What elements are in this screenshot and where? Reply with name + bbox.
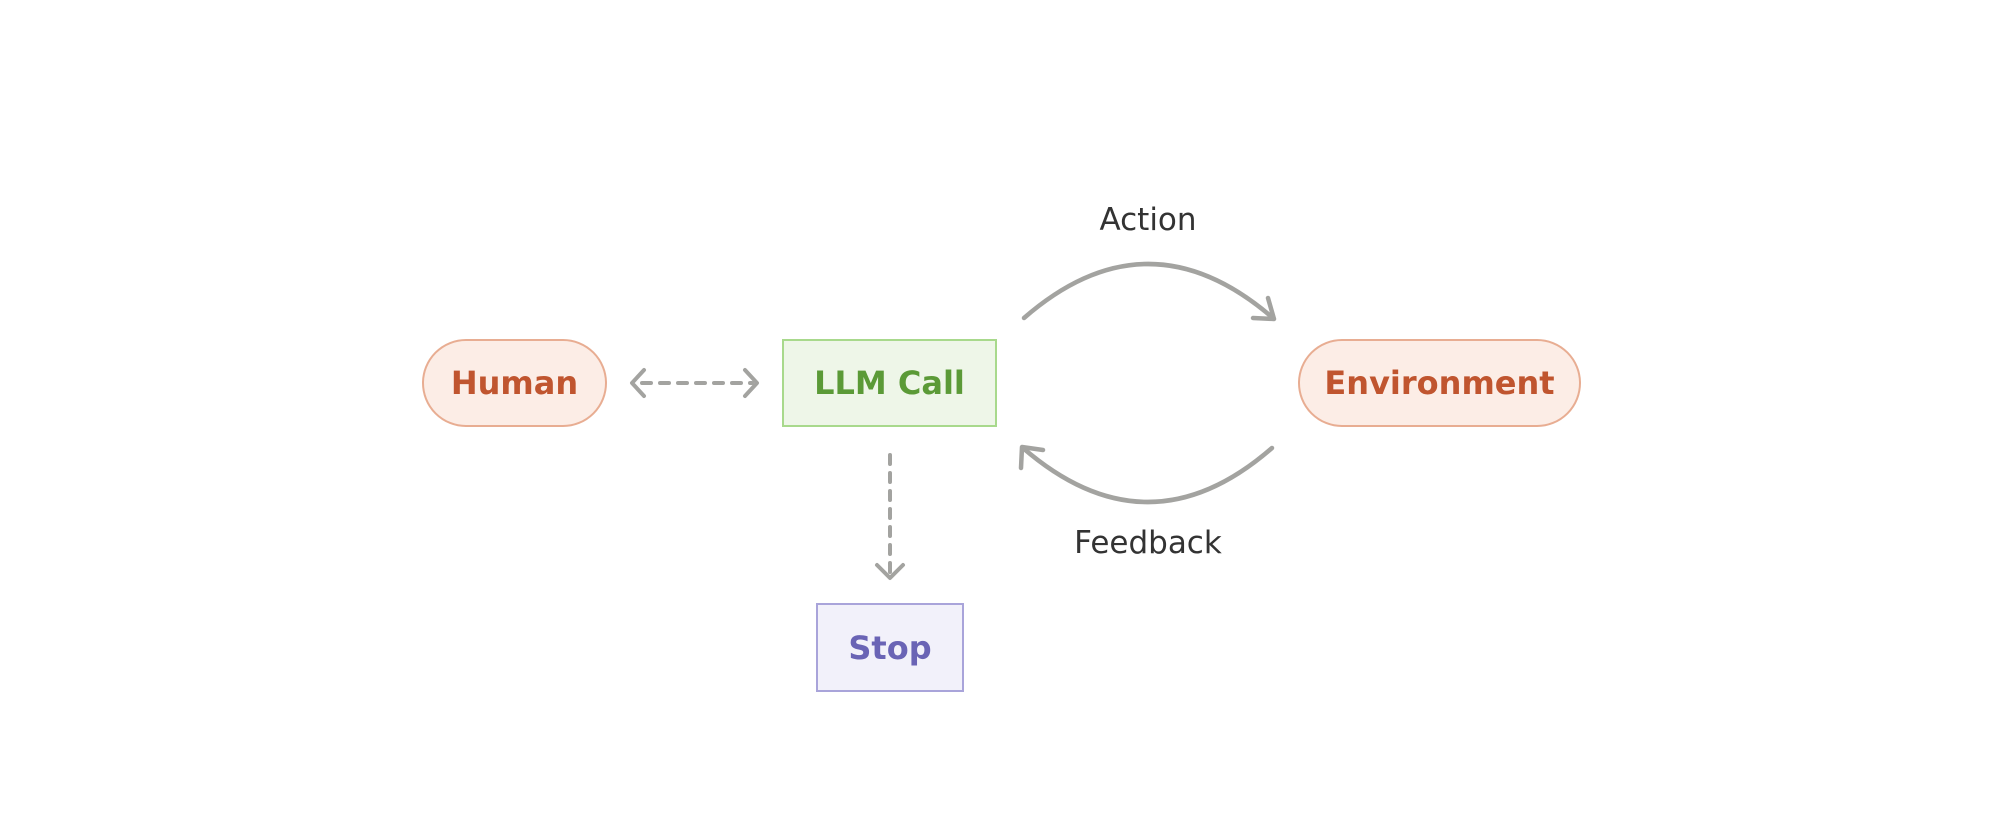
llm-stop-connector xyxy=(875,453,905,580)
feedback-edge-label: Feedback xyxy=(1074,525,1222,561)
action-edge-label: Action xyxy=(1099,202,1197,238)
feedback-arc-path xyxy=(1020,445,1275,505)
human-llm-arrowhead-left xyxy=(630,368,646,398)
human-llm-arrowhead-right xyxy=(743,368,759,398)
action-arc xyxy=(1021,261,1277,322)
llm-call-node-label: LLM Call xyxy=(814,364,965,402)
human-node-label: Human xyxy=(450,364,579,402)
feedback-arc-arrowhead xyxy=(1018,444,1046,471)
llm-call-node: LLM Call xyxy=(782,339,997,427)
llm-stop-arrowhead xyxy=(875,563,905,580)
human-llm-connector xyxy=(630,368,759,398)
action-arc-arrowhead xyxy=(1250,295,1277,322)
environment-node-label: Environment xyxy=(1324,364,1555,402)
stop-node: Stop xyxy=(816,603,964,692)
human-node: Human xyxy=(422,339,607,427)
feedback-arc xyxy=(1018,444,1275,505)
stop-node-label: Stop xyxy=(848,628,932,667)
action-arc-path xyxy=(1021,261,1276,321)
environment-node: Environment xyxy=(1298,339,1581,427)
